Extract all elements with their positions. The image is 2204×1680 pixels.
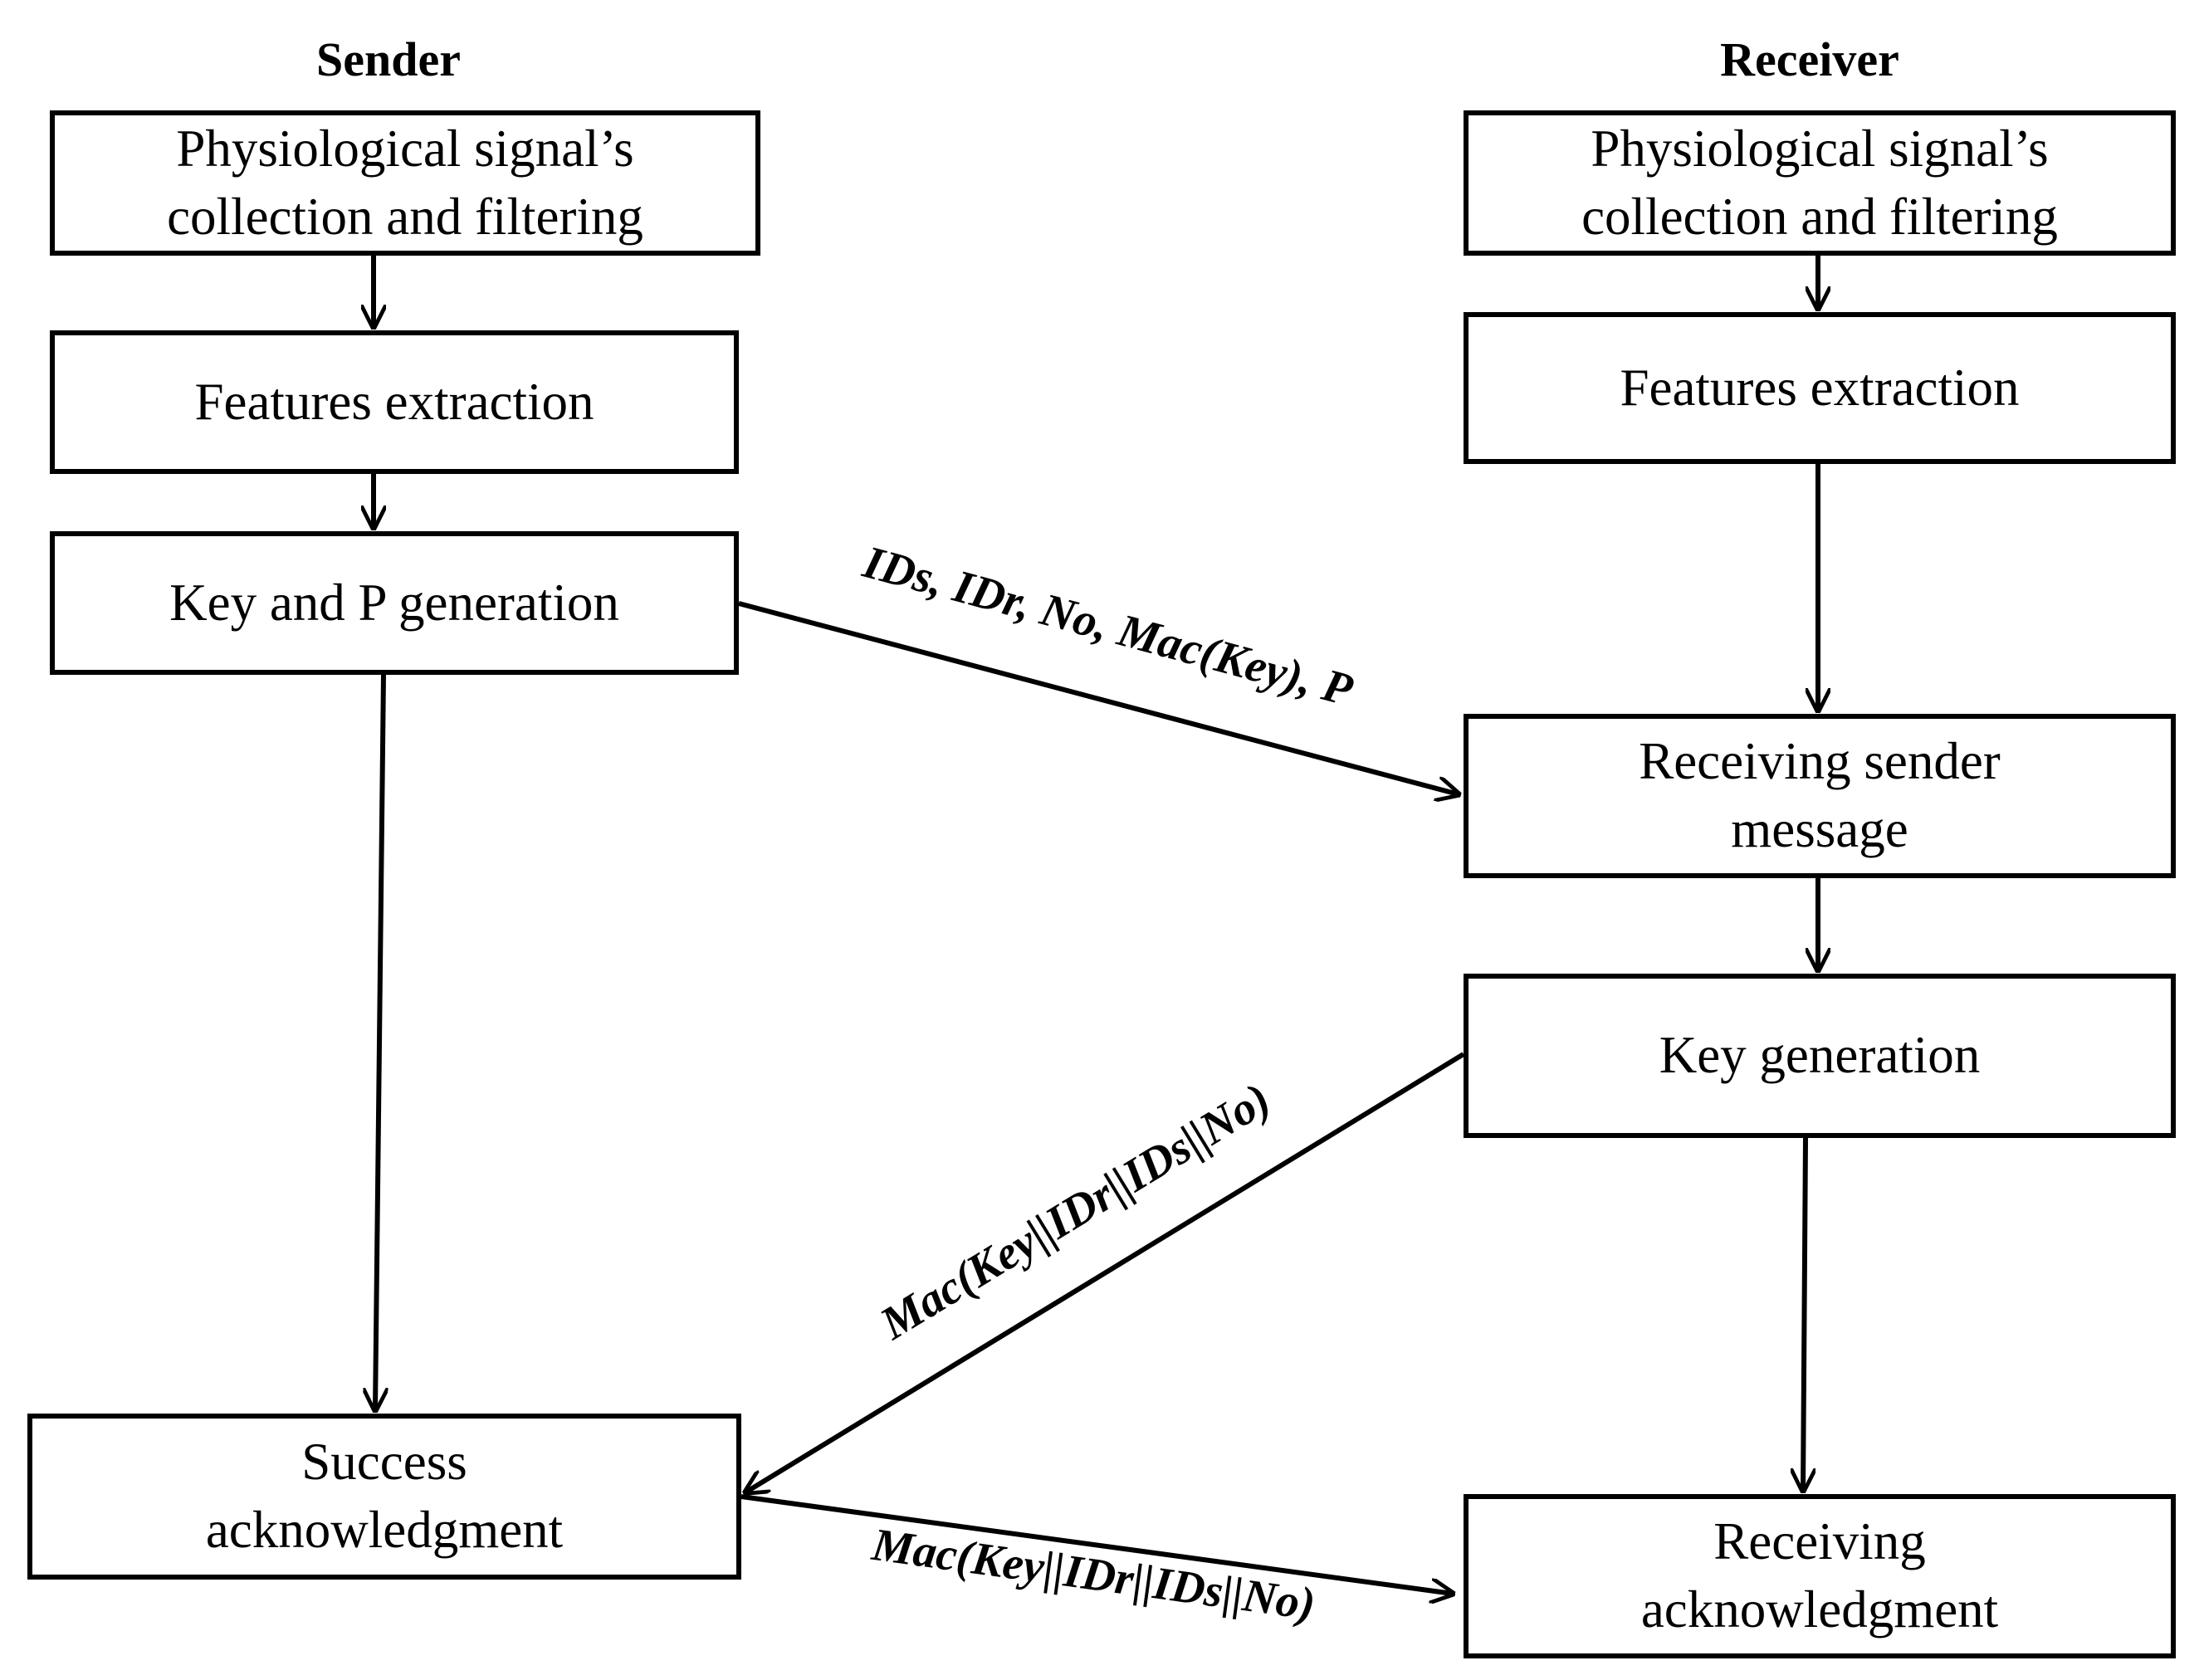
receiver-collection-line2: collection and filtering (1581, 187, 2058, 246)
arrow-sender-to-receiver (738, 601, 1459, 794)
sender-collection-line2: collection and filtering (167, 187, 643, 246)
receiver-collection-line1: Physiological signal’s (1591, 119, 2049, 178)
receiver-keygen-label: Key generation (1659, 1026, 1981, 1085)
arrow-sender-keygen-success (375, 674, 384, 1410)
receiver-features-box: Features extraction (1464, 312, 2176, 464)
message-label-receiver-to-sender: Mac(Key||IDr||IDs||No) (871, 1073, 1279, 1350)
arrow-ack-to-receiver (740, 1494, 1453, 1594)
receiver-message-line1: Receiving sender (1639, 732, 2001, 791)
receiver-heading: Receiver (1720, 32, 1899, 86)
receiver-keygen-box: Key generation (1464, 974, 2176, 1138)
receiver-message-box: Receiving sender message (1464, 714, 2176, 878)
arrow-receiver-keygen-ack (1803, 1137, 1806, 1491)
message-label-sender-to-receiver: IDs, IDr, No, Mac(Key), P (858, 536, 1359, 716)
receiver-ack-line2: acknowledgment (1640, 1580, 1999, 1638)
arrow-receiver-to-sender (745, 1052, 1465, 1492)
sender-collection-line1: Physiological signal’s (176, 119, 634, 178)
sender-success-line2: acknowledgment (205, 1501, 564, 1559)
sender-collection-box: Physiological signal’s collection and fi… (50, 110, 760, 256)
receiver-ack-box: Receiving acknowledgment (1464, 1494, 2176, 1658)
sender-features-box: Features extraction (50, 330, 739, 474)
sender-heading: Sender (316, 32, 461, 86)
receiver-message-line2: message (1731, 800, 1908, 858)
receiver-ack-line1: Receiving (1713, 1512, 1926, 1571)
receiver-features-label: Features extraction (1620, 358, 2020, 417)
sender-features-label: Features extraction (194, 372, 594, 431)
sender-keygen-label: Key and P generation (169, 573, 619, 632)
message-label-ack-to-receiver: Mac(Key||IDr||IDs||No) (868, 1519, 1318, 1631)
sender-success-box: Success acknowledgment (27, 1414, 741, 1580)
receiver-collection-box: Physiological signal’s collection and fi… (1464, 110, 2176, 256)
sender-success-line1: Success (301, 1433, 467, 1492)
sender-keygen-box: Key and P generation (50, 531, 739, 675)
